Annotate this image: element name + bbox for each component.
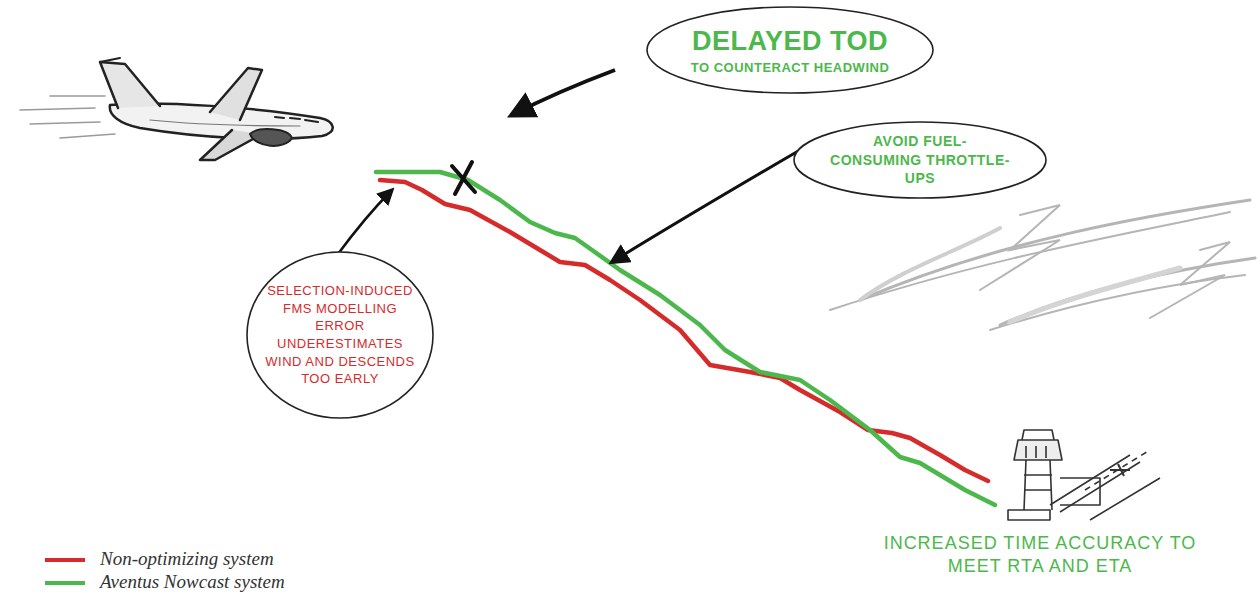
callout-text-wrap: SELECTION-INDUCED FMS MODELLING ERROR UN… bbox=[245, 250, 435, 420]
callout-body: TO COUNTERACT HEADWIND bbox=[670, 59, 910, 77]
callout-text-wrap: AVOID FUEL-CONSUMING THROTTLE-UPS bbox=[792, 120, 1048, 200]
callout-ellipse: AVOID FUEL-CONSUMING THROTTLE-UPS bbox=[792, 120, 1048, 200]
callout-heading: AVOID FUEL-CONSUMING THROTTLE-UPS bbox=[830, 132, 1010, 189]
wind-sketch bbox=[830, 200, 1255, 330]
legend-text: Aventus Nowcast system bbox=[100, 571, 285, 593]
callout-ellipse: DELAYED TODTO COUNTERACT HEADWIND bbox=[645, 5, 935, 95]
leader-arrow bbox=[612, 150, 800, 262]
nowcast-profile bbox=[376, 172, 995, 505]
legend-swatch bbox=[45, 581, 85, 585]
ellipse-shape bbox=[247, 252, 433, 418]
note-label: INCREASED TIME ACCURACY TO MEET RTA AND … bbox=[880, 532, 1200, 579]
legend-text: Non-optimizing system bbox=[100, 548, 274, 570]
callout-text-wrap: DELAYED TODTO COUNTERACT HEADWIND bbox=[645, 5, 935, 95]
callout-heading: SELECTION-INDUCED FMS MODELLING ERROR UN… bbox=[258, 282, 423, 387]
callout-heading: DELAYED TOD bbox=[670, 23, 910, 59]
non-optimizing-profile bbox=[380, 180, 988, 481]
ellipse-shape bbox=[794, 122, 1046, 198]
tower-sketch bbox=[1008, 430, 1160, 520]
airplane-sketch bbox=[20, 58, 333, 160]
ellipse-outline bbox=[245, 250, 435, 420]
callout-ellipse: SELECTION-INDUCED FMS MODELLING ERROR UN… bbox=[245, 250, 435, 420]
ellipse-shape bbox=[647, 7, 933, 93]
leader-arrow bbox=[512, 70, 615, 115]
tod-mark bbox=[452, 162, 475, 194]
legend-swatch bbox=[45, 558, 85, 562]
